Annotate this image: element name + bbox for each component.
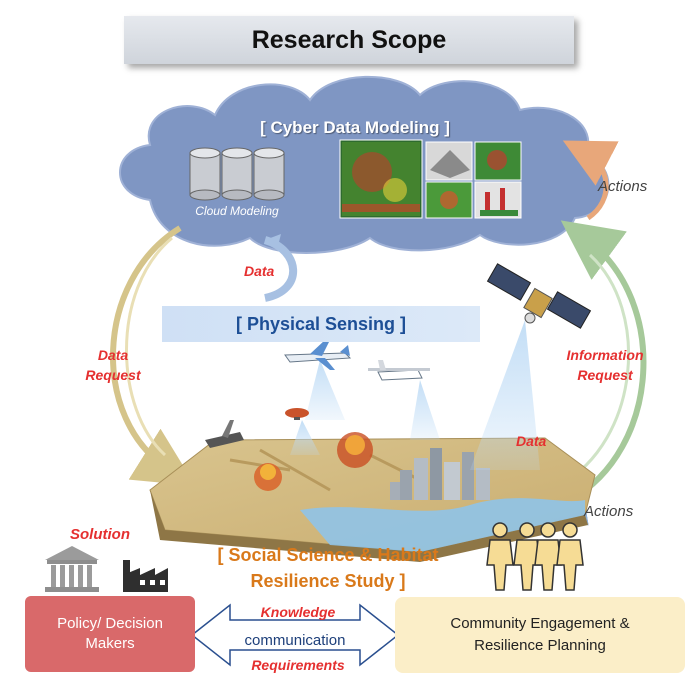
actions-top-label: Actions xyxy=(598,178,648,195)
community-engagement-box: Community Engagement & Resilience Planni… xyxy=(395,597,685,673)
title-box: Research Scope xyxy=(124,16,574,64)
aircraft-beam xyxy=(305,360,345,420)
blimp-beam xyxy=(290,420,320,455)
page-title: Research Scope xyxy=(251,25,447,54)
requirements-label: Requirements xyxy=(251,657,345,673)
actions-bottom-label: Actions xyxy=(584,503,634,520)
information-request-label: Information Request xyxy=(555,345,655,385)
data-request-line2: Request xyxy=(85,367,141,383)
data-request-line1: Data xyxy=(97,347,129,363)
community-people-icon xyxy=(486,522,584,591)
social-science-title: [ Social Science & Habitat Resilience St… xyxy=(168,542,488,594)
cyber-data-modeling-title: [ Cyber Data Modeling ] xyxy=(260,118,450,137)
cloud-modeling-label: Cloud Modeling xyxy=(195,204,279,218)
information-request-arrow xyxy=(560,220,647,503)
community-line2: Resilience Planning xyxy=(474,637,606,654)
community-line1: Community Engagement & xyxy=(450,615,630,632)
information-request-line2: Request xyxy=(577,367,633,383)
policy-line1: Policy/ Decision xyxy=(57,615,163,632)
model-visualization-panels xyxy=(339,139,522,219)
physical-sensing-band: [ Physical Sensing ] xyxy=(162,306,480,342)
information-request-line1: Information xyxy=(566,347,644,363)
government-building-icon xyxy=(45,546,99,592)
data-request-arrow xyxy=(110,225,196,486)
database-cylinders-icon xyxy=(189,147,285,201)
policy-line2: Makers xyxy=(85,635,135,652)
airplane-icon xyxy=(284,340,352,370)
aircraft-beam-2 xyxy=(410,380,440,440)
solution-label: Solution xyxy=(70,526,130,543)
policy-decision-makers-box: Policy/ Decision Makers xyxy=(25,596,195,672)
drone-icon xyxy=(205,420,244,448)
factory-icon xyxy=(123,560,168,592)
knowledge-label: Knowledge xyxy=(260,604,336,620)
data-top-label: Data xyxy=(244,263,275,279)
social-title-line1: [ Social Science & Habitat xyxy=(217,545,439,565)
propeller-plane-icon xyxy=(368,360,430,381)
social-title-line2: Resilience Study ] xyxy=(250,571,406,591)
data-request-label: Data Request xyxy=(78,345,148,385)
data-right-label: Data xyxy=(516,433,547,449)
blimp-icon xyxy=(285,408,309,420)
communication-label: communication xyxy=(244,632,346,649)
satellite-beam xyxy=(470,320,540,470)
actions-top-arrow xyxy=(562,140,619,221)
satellite-icon xyxy=(486,263,592,329)
physical-sensing-title: [ Physical Sensing ] xyxy=(235,313,407,334)
